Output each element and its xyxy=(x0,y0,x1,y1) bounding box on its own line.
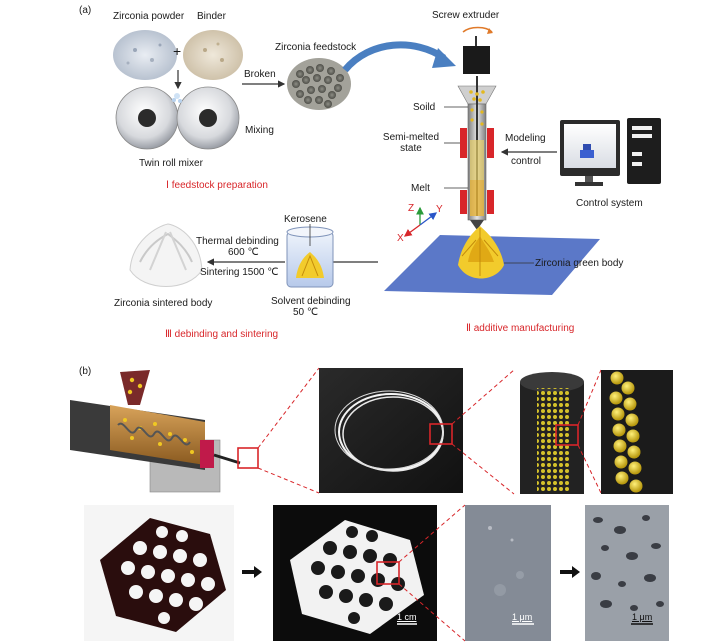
twin-roll-mixer-label: Twin roll mixer xyxy=(139,158,203,169)
scale-bar-1um-a: 1 μm xyxy=(512,612,533,622)
panel-b-graphics xyxy=(70,367,673,642)
screw-extruder-image xyxy=(457,26,497,230)
curved-transfer-arrow xyxy=(342,41,446,73)
zirconia-feedstock-label: Zirconia feedstock xyxy=(275,42,357,53)
binder-image xyxy=(183,30,243,80)
plus-sign: + xyxy=(173,43,182,59)
panel-b-tag: (b) xyxy=(79,366,92,377)
scale-bar-1cm: 1 cm xyxy=(397,612,417,622)
thermal-temp-label: 600 ℃ xyxy=(228,247,259,258)
panel-a-tag: (a) xyxy=(79,5,92,16)
sem-image-green xyxy=(465,505,551,641)
melt-label: Melt xyxy=(411,183,430,194)
broken-label: Broken xyxy=(244,69,276,80)
zirconia-powder-image xyxy=(113,30,177,80)
twin-roll-mixer-image xyxy=(115,86,240,150)
printed-lattice-photo xyxy=(273,505,437,641)
control-system-image xyxy=(560,118,661,186)
zirconia-green-body-image xyxy=(458,226,504,279)
solid-label: Soild xyxy=(413,102,436,113)
thermal-debinding-label: Thermal debinding xyxy=(196,236,279,247)
stage-2-title: Ⅱ additive manufacturing xyxy=(466,323,575,334)
control-system-label: Control system xyxy=(576,198,643,209)
zirconia-feedstock-image xyxy=(287,58,351,110)
filament-cross-section xyxy=(520,372,584,494)
solvent-temp-label: 50 ℃ xyxy=(293,307,319,318)
lattice-model-image xyxy=(84,505,234,641)
axis-z-label: Z xyxy=(408,203,415,214)
kerosene-label: Kerosene xyxy=(284,214,327,225)
extruder-machine-image xyxy=(70,370,241,493)
zirconia-sintered-body-label: Zirconia sintered body xyxy=(114,298,213,309)
mixing-label: Mixing xyxy=(245,125,274,136)
scale-bar-1um-b: 1 μm xyxy=(632,612,653,622)
zirconia-sintered-body-image xyxy=(129,223,203,287)
semi-melted-label: Semi-melted state xyxy=(381,132,441,154)
panel-a-graphics xyxy=(113,26,661,295)
semi-melted-line-1: Semi-melted xyxy=(382,132,440,143)
axis-y-label: Y xyxy=(436,204,443,215)
sem-image-sintered xyxy=(585,505,669,641)
screw-extruder-label: Screw extruder xyxy=(432,10,500,21)
zirconia-green-body-label: Zirconia green body xyxy=(535,258,624,269)
binder-label: Binder xyxy=(197,11,226,22)
control-label: control xyxy=(511,156,542,167)
particle-closeup xyxy=(601,370,673,494)
filament-coil-photo xyxy=(319,368,463,493)
stage-3-title: Ⅲ debinding and sintering xyxy=(165,329,279,340)
axis-x-label: X xyxy=(397,233,404,244)
modeling-label: Modeling xyxy=(505,133,546,144)
solvent-debinding-label: Solvent debinding xyxy=(271,296,351,307)
sintering-label: Sintering 1500 ℃ xyxy=(200,267,279,278)
stage-1-title: Ⅰ feedstock preparation xyxy=(166,180,268,191)
zirconia-powder-label: Zirconia powder xyxy=(113,11,185,22)
semi-melted-line-2: state xyxy=(400,143,422,154)
coordinate-axes xyxy=(403,206,438,237)
